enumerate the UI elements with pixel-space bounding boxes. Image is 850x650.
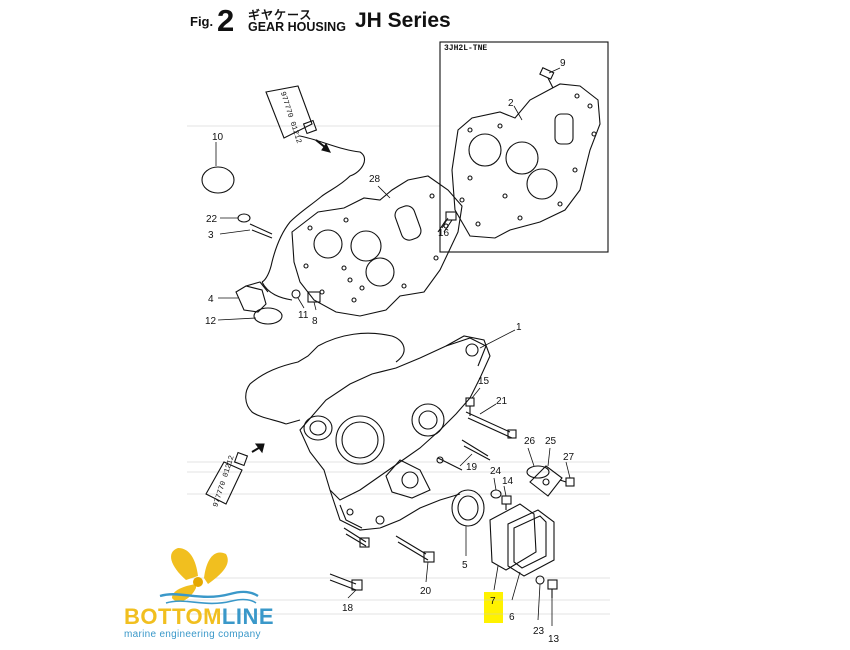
callout-10: 10 [212,132,224,143]
title-english: GEAR HOUSING [248,20,346,34]
stud [437,457,463,471]
end-gasket [489,503,537,571]
liquid-gasket-upper-line [261,135,365,283]
gear-cover-plate [291,175,463,317]
cover-o-ring [526,465,550,479]
cover-bolt-lower [547,579,558,598]
callout-2: 2 [508,98,514,109]
callout-20: 20 [420,586,432,597]
housing-bolt-20 [395,535,435,563]
series-title: JH Series [355,9,451,32]
washer [237,213,251,223]
breather-boss [303,415,333,441]
cover-screw [559,477,575,487]
callout-19: 19 [466,462,478,473]
oil-filler-cap [235,281,269,313]
tube-code-upper: 977770 01212 [278,91,302,145]
o-ring [201,166,235,194]
callout-5: 5 [462,560,468,571]
inset-frame [439,41,609,253]
stud-bolt [249,223,273,239]
inset-fitting [539,67,555,89]
title-japanese: ギヤケース [248,8,313,22]
end-cover [507,509,555,577]
callout-26: 26 [524,436,536,447]
drain-bolt [501,495,512,510]
inset-model-label: 3JH2L-TNE [444,44,488,53]
callout-21: 21 [496,396,508,407]
gear-housing-main [299,335,491,531]
inset-gasket [451,83,601,239]
callout-3: 3 [208,230,214,241]
callout-25: 25 [545,436,557,447]
callout-14: 14 [502,476,514,487]
callout-4: 4 [208,294,214,305]
housing-bolt-18 [329,573,363,591]
long-bolts [461,411,517,461]
figure-number: 2 [217,3,235,38]
logo-word-line: LINE [221,604,275,629]
callout-13: 13 [548,634,560,645]
oil-seal [451,489,485,527]
callout-22: 22 [206,214,218,225]
callout-11: 11 [298,310,309,321]
sealant-tube-lower [205,451,249,505]
housing-bolt-mid [343,527,370,548]
callout-9: 9 [560,58,566,69]
callout-12: 12 [205,316,217,327]
callout-7: 7 [490,596,496,607]
callout-8: 8 [312,316,318,327]
dowel-pin [291,289,301,299]
company-logo-wordmark: BOTTOMLINE [124,604,274,630]
logo-word-bottom: BOTTOM [124,604,222,629]
liquid-gasket-lower-line [317,332,405,363]
callout-23: 23 [533,626,545,637]
callout-6: 6 [509,612,515,623]
cap-o-ring [253,307,283,325]
cover-bolt [437,211,457,233]
figure-label: Fig. [190,14,214,29]
leader-lines [215,67,571,626]
propeller-logo-icon [159,548,259,605]
callout-28: 28 [369,174,381,185]
callout-15: 15 [478,376,490,387]
small-cover-plate [529,465,563,497]
callout-18: 18 [342,603,354,614]
callout-24: 24 [490,466,502,477]
callout-1: 1 [516,322,522,333]
company-logo-subtitle: marine engineering company [124,629,261,640]
cover-washer [535,575,545,585]
sealant-tube-upper [265,85,318,139]
callout-16: 16 [438,228,450,239]
callout-27: 27 [563,452,575,463]
